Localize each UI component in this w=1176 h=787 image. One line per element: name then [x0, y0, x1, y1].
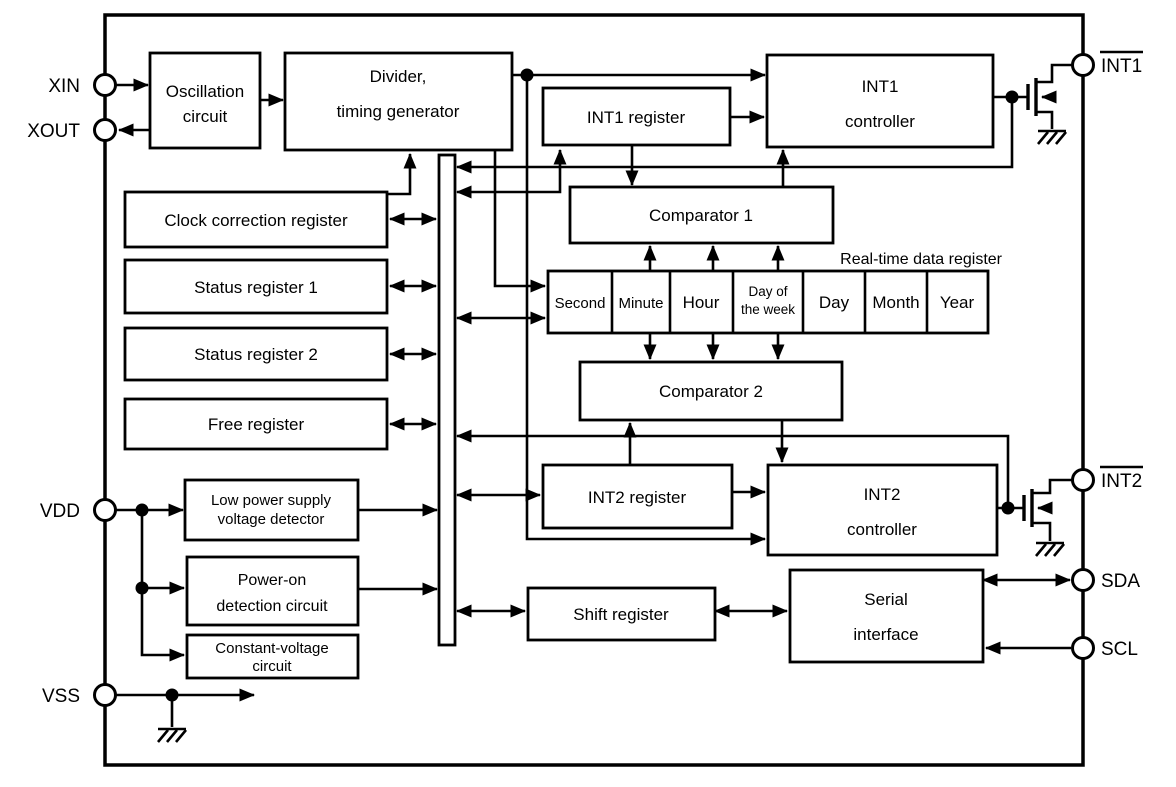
pin-xout: [93, 118, 117, 142]
block-label: Constant-voltage: [215, 640, 328, 657]
block-label: circuit: [252, 658, 292, 675]
block-label: Oscillation: [166, 82, 244, 101]
ground-symbol: [1035, 541, 1065, 557]
block-oscillation: Oscillation circuit: [148, 51, 262, 150]
block-label: Power-on: [238, 572, 306, 589]
junction-dot: [1005, 90, 1019, 104]
block-divider: Divider, timing generator: [283, 51, 514, 152]
block-label: Serial: [864, 590, 907, 609]
block-label: detection circuit: [216, 598, 328, 615]
pin-label-scl: SCL: [1101, 639, 1138, 660]
mosfet-source: [1032, 521, 1052, 541]
block-label: INT2: [864, 485, 901, 504]
pin-label-vss: VSS: [42, 686, 80, 707]
junction-dot: [165, 688, 179, 702]
junction-dot: [135, 581, 149, 595]
pin-sda: [1071, 568, 1095, 592]
pin-vdd: [93, 498, 117, 522]
block-label: INT1: [862, 77, 899, 96]
wire-vdd-to-constvolt: [140, 510, 186, 662]
rtc-register-title: Real-time data register: [840, 251, 1003, 268]
mosfet-drain: [1036, 63, 1072, 84]
rtc-cell-year: Year: [940, 293, 975, 312]
pin-label-sda: SDA: [1101, 571, 1140, 592]
block-label: Status register 1: [194, 278, 318, 297]
block-label: Free register: [208, 415, 305, 434]
block-label: Clock correction register: [164, 211, 348, 230]
rtc-cell-minute: Minute: [618, 295, 663, 312]
block-power-on-detection-circuit: Power-on detection circuit: [185, 555, 360, 627]
block-low-power-supply-voltage-detector: Low power supply voltage detector: [183, 478, 360, 542]
block-int2-controller: INT2 controller: [766, 463, 999, 557]
mosfet-source: [1036, 110, 1054, 129]
wires: [116, 68, 1072, 727]
rtc-cell-hour: Hour: [683, 293, 720, 312]
block-label: controller: [845, 112, 915, 131]
pin-label-int1: INT1: [1101, 56, 1142, 77]
int2-output-mosfet: [1022, 478, 1072, 557]
wire-int1-feedback-to-bus: [455, 97, 1014, 174]
wire-int2-feedback-to-bus: [455, 429, 1010, 508]
block-status-register-2: Status register 2: [123, 326, 389, 382]
pin-xin: [93, 73, 117, 97]
block-label: voltage detector: [218, 511, 325, 528]
block-label: controller: [847, 520, 917, 539]
rtc-cell-month: Month: [872, 293, 919, 312]
junction-dots: [135, 68, 1019, 702]
block-constant-voltage-circuit: Constant-voltage circuit: [185, 633, 360, 680]
pin-label-xout: XOUT: [27, 121, 80, 142]
pin-label-vdd: VDD: [40, 501, 80, 522]
block-label: INT2 register: [588, 488, 687, 507]
block-clock-correction-register: Clock correction register: [123, 190, 389, 249]
pin-vss: [93, 683, 117, 707]
pin-scl: [1071, 636, 1095, 660]
rtc-cell-day: Day: [819, 293, 850, 312]
junction-dot: [135, 503, 149, 517]
block-label: Comparator 1: [649, 206, 753, 225]
wire-divider-to-second: [493, 150, 547, 293]
chip-outline: [103, 13, 1085, 767]
block-comparator-1: Comparator 1: [568, 185, 835, 245]
rtc-cell-day-of-week: Day of: [748, 284, 787, 299]
mosfet-drain: [1032, 478, 1072, 495]
wire-clockcorr-to-divider: [387, 152, 417, 196]
rtc-cell-separators: [610, 271, 929, 333]
int1-output-mosfet: [1026, 63, 1072, 145]
block-label: Comparator 2: [659, 382, 763, 401]
block-label: Status register 2: [194, 345, 318, 364]
block-label: interface: [853, 625, 918, 644]
rtc-cell-day-of-week: the week: [741, 302, 795, 317]
wire-clock-to-int2ctrl: [525, 75, 767, 546]
pin-int2: [1071, 468, 1095, 492]
pin-label-xin: XIN: [48, 76, 80, 97]
block-comparator-2: Comparator 2: [578, 360, 844, 422]
block-label: Shift register: [573, 605, 669, 624]
block-free-register: Free register: [123, 397, 389, 451]
rtc-cell-second: Second: [555, 295, 606, 312]
block-status-register-1: Status register 1: [123, 258, 389, 315]
junction-dot: [1001, 501, 1015, 515]
block-int2-register: INT2 register: [541, 463, 734, 530]
pin-label-int2: INT2: [1101, 471, 1142, 492]
block-shift-register: Shift register: [526, 586, 717, 642]
block-label: Divider,: [370, 67, 427, 86]
block-label: timing generator: [337, 102, 460, 121]
block-label: Low power supply: [211, 492, 332, 509]
block-real-time-data-register: Real-time data register Second Minute Ho…: [546, 251, 1003, 335]
block-int1-controller: INT1 controller: [765, 53, 995, 149]
wire-bus-to-int1reg: [455, 148, 567, 199]
ground-symbol: [1037, 129, 1067, 145]
pin-int1: [1071, 53, 1095, 77]
block-label: INT1 register: [587, 108, 686, 127]
pins: XIN XOUT VDD VSS INT1 INT2 SDA SCL: [27, 50, 1143, 707]
junction-dot: [520, 68, 534, 82]
internal-bus: [437, 153, 457, 647]
vss-ground-symbol: [157, 727, 187, 743]
block-int1-register: INT1 register: [541, 86, 732, 147]
block-serial-interface: Serial interface: [788, 568, 985, 664]
block-label: circuit: [183, 107, 228, 126]
